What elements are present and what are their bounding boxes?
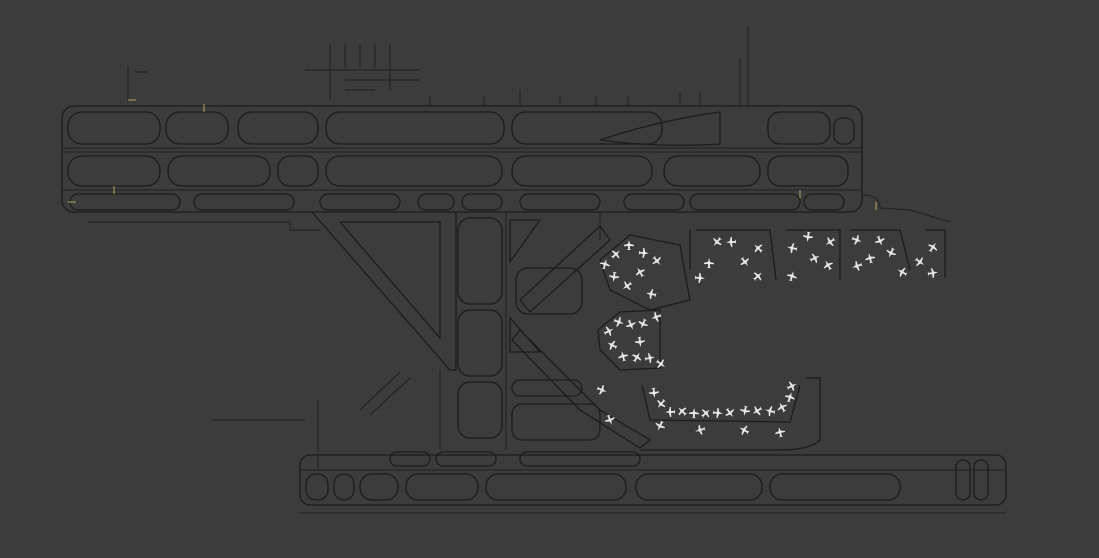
north-runway-complex (61, 105, 951, 231)
airplane-icon[interactable] (764, 405, 776, 417)
airplane-icon[interactable] (675, 404, 689, 418)
airplane-icon[interactable] (599, 258, 611, 270)
airplane-icon[interactable] (723, 406, 737, 420)
airplane-icon[interactable] (775, 400, 789, 414)
airplane-icon[interactable] (823, 235, 837, 249)
airplane-icon[interactable] (785, 379, 798, 392)
airplane-icon[interactable] (645, 288, 657, 300)
airplane-icon[interactable] (654, 357, 668, 371)
airplane-icon[interactable] (602, 324, 615, 337)
airplane-icon[interactable] (650, 311, 663, 324)
airplane-icon[interactable] (738, 255, 752, 269)
south-runway-complex (299, 451, 1007, 514)
airplane-icon[interactable] (595, 383, 608, 396)
north-stubs (68, 26, 877, 210)
airplane-icon[interactable] (808, 251, 821, 264)
airplane-icon[interactable] (630, 350, 644, 364)
airplane-icon[interactable] (895, 265, 909, 279)
airplane-icon[interactable] (688, 408, 699, 419)
apron-areas (597, 229, 946, 451)
airplane-icon[interactable] (851, 260, 864, 273)
airplane-icon[interactable] (633, 265, 647, 279)
airplane-icon[interactable] (620, 279, 634, 293)
airplane-icon[interactable] (665, 406, 676, 417)
airplane-icon[interactable] (712, 407, 724, 419)
airplane-icon[interactable] (739, 405, 751, 417)
central-taxiway-grid (212, 211, 652, 470)
airplane-icon[interactable] (726, 236, 737, 248)
airplane-icon[interactable] (638, 247, 650, 259)
airplane-icon[interactable] (624, 318, 637, 331)
airplane-icon[interactable] (873, 234, 886, 247)
airplane-icon[interactable] (654, 397, 668, 411)
airplane-icon[interactable] (650, 254, 664, 268)
airplane-icon[interactable] (751, 241, 765, 255)
airplane-icon[interactable] (608, 271, 620, 282)
airplane-icon[interactable] (710, 235, 724, 249)
airplane-icon[interactable] (703, 258, 714, 269)
airplane-icon[interactable] (864, 252, 876, 264)
aircraft-layer (595, 231, 940, 438)
airplane-icon[interactable] (851, 234, 864, 247)
airplane-icon[interactable] (786, 242, 798, 254)
airplane-icon[interactable] (737, 423, 751, 437)
airplane-icon[interactable] (884, 246, 897, 259)
airplane-icon[interactable] (694, 272, 706, 284)
airplane-icon[interactable] (784, 391, 797, 404)
airplane-icon[interactable] (821, 258, 835, 272)
airplane-icon[interactable] (913, 255, 927, 269)
airplane-icon[interactable] (927, 267, 939, 279)
airplane-icon[interactable] (634, 336, 645, 347)
airplane-icon[interactable] (750, 404, 764, 418)
airplane-icon[interactable] (926, 240, 940, 254)
airplane-icon[interactable] (802, 231, 814, 242)
airplane-icon[interactable] (617, 350, 629, 362)
airplane-icon[interactable] (644, 352, 656, 364)
airplane-icon[interactable] (699, 406, 713, 420)
airplane-icon[interactable] (648, 387, 660, 399)
airplane-icon[interactable] (636, 317, 649, 330)
airplane-icon[interactable] (786, 270, 798, 282)
airplane-icon[interactable] (613, 316, 626, 329)
airplane-icon[interactable] (774, 426, 786, 438)
airplane-icon[interactable] (694, 424, 706, 436)
airplane-icon[interactable] (624, 240, 634, 250)
airplane-icon[interactable] (604, 414, 617, 427)
airplane-icon[interactable] (653, 419, 666, 432)
airplane-icon[interactable] (751, 269, 765, 283)
airplane-icon[interactable] (609, 247, 623, 261)
airplane-icon[interactable] (605, 338, 619, 352)
